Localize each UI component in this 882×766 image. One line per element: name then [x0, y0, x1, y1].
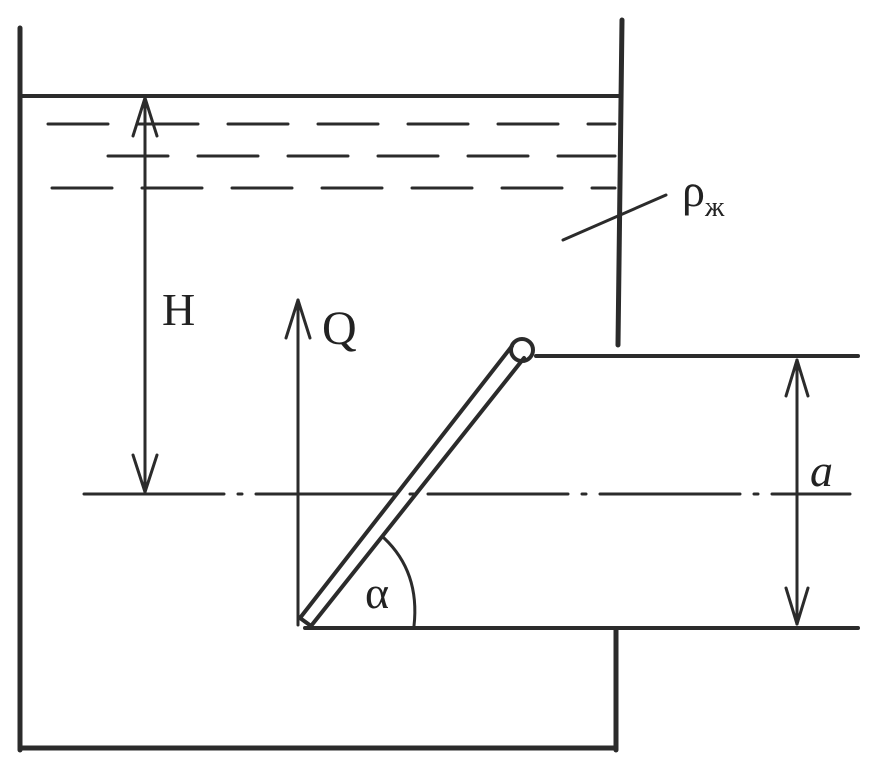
tank [17, 17, 625, 753]
free-surface [18, 94, 622, 190]
angle-arc [382, 536, 417, 628]
gate-height-arrow-bottom [784, 586, 810, 626]
density-leader [561, 193, 668, 242]
gate-height-label: a [810, 445, 833, 496]
density-subscript: ж [704, 192, 725, 223]
tank-right-wall-upper [615, 17, 625, 348]
gate-foot [298, 616, 313, 628]
depth-arrow-bottom [131, 453, 159, 494]
gate-edge-inner [309, 356, 526, 628]
gate-hinge [509, 337, 535, 363]
depth-label: H [162, 284, 196, 335]
density-symbol: ρ [682, 165, 705, 216]
pipe-outlet [303, 354, 860, 630]
depth-arrow-top [131, 96, 159, 138]
gate-edge-outer [298, 344, 514, 620]
force-arrow-head [284, 298, 312, 340]
force-arrow [284, 298, 312, 627]
gate-height-arrow-top [784, 358, 810, 398]
gate [298, 337, 535, 628]
depth-dimension [131, 96, 159, 494]
density-label: ρж [682, 168, 724, 222]
force-label: Q [322, 302, 357, 355]
angle-label: α [365, 567, 390, 618]
gate-height-dimension [784, 358, 810, 626]
